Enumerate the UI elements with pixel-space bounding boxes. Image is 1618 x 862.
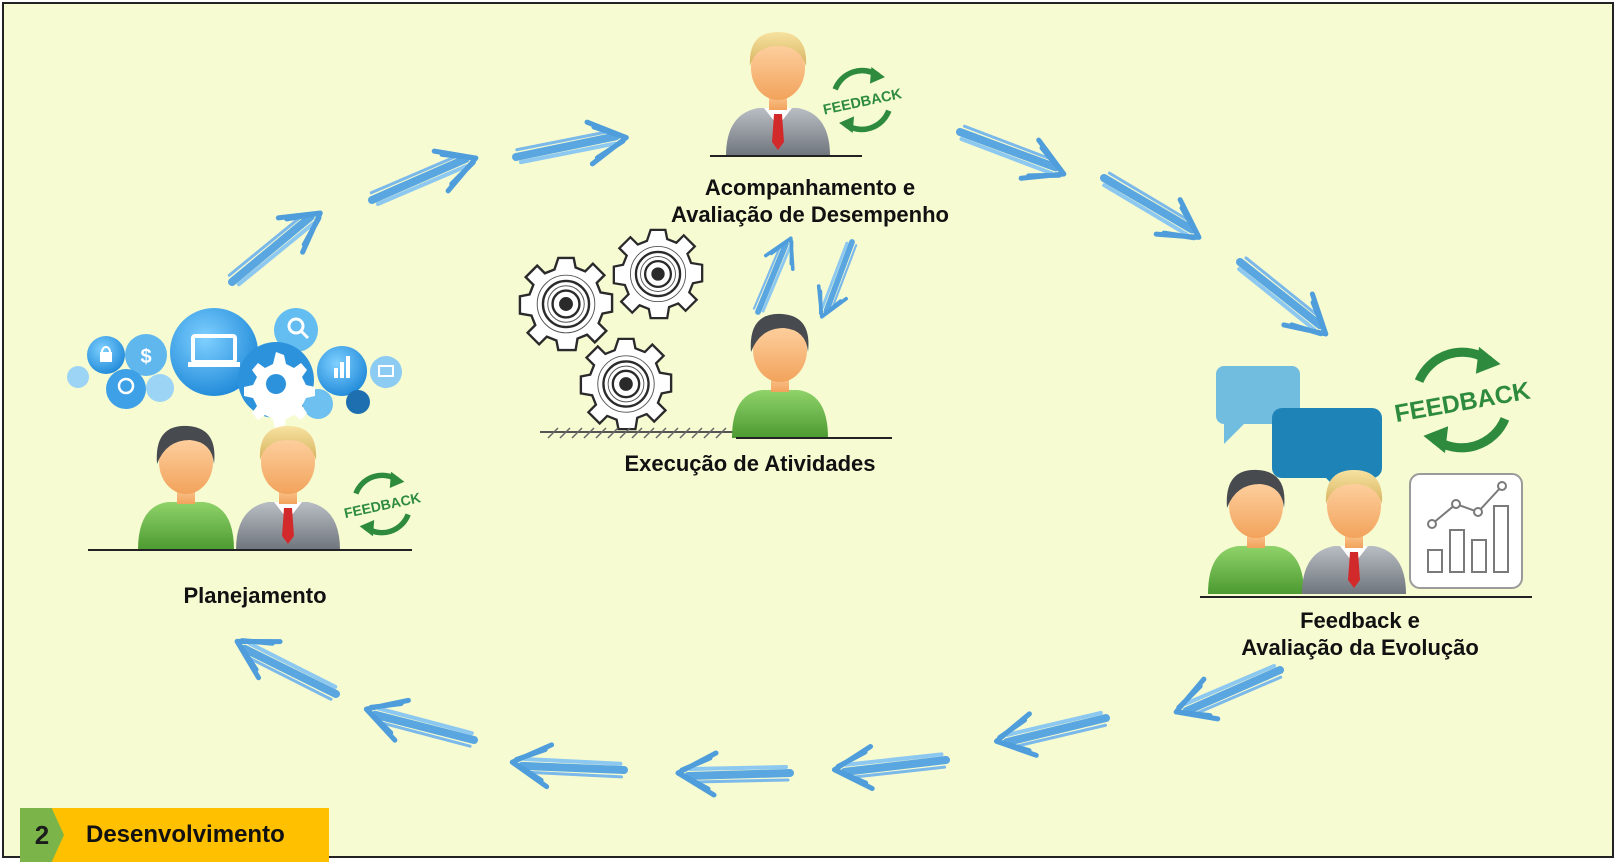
cycle-arrow bbox=[1169, 651, 1289, 732]
cycle-arrow bbox=[227, 624, 346, 714]
execucao-label: Execução de Atividades bbox=[624, 451, 876, 476]
cycle-arrow bbox=[512, 116, 630, 177]
gears-icon bbox=[518, 228, 740, 439]
cycle-arrow bbox=[360, 690, 479, 761]
cycle-arrow bbox=[833, 740, 948, 792]
chart-icon bbox=[1409, 473, 1523, 589]
cycle-arrow bbox=[218, 196, 332, 298]
manager-avatar bbox=[726, 32, 830, 156]
svg-text:FEEDBACK: FEEDBACK bbox=[822, 86, 904, 118]
cycle-arrow bbox=[992, 698, 1110, 762]
acompanhamento-label: Acompanhamento e Avaliação de Desempenho bbox=[640, 174, 980, 228]
feedback-icon: FEEDBACK bbox=[822, 62, 904, 138]
feedback-icon: FEEDBACK bbox=[343, 467, 422, 541]
planejamento-label: Planejamento bbox=[183, 583, 327, 608]
cycle-arrow bbox=[1093, 159, 1210, 254]
employee-avatar bbox=[732, 313, 828, 438]
cycle-arrow bbox=[364, 138, 484, 219]
technology-cloud-icon: $ bbox=[67, 308, 402, 428]
svg-text:$: $ bbox=[140, 346, 151, 368]
up-arrow bbox=[744, 232, 804, 318]
cycle-arrow bbox=[1227, 245, 1340, 349]
employee-avatar bbox=[1208, 469, 1304, 594]
cycle-arrow bbox=[678, 753, 790, 795]
acompanhamento-label-line2: Avaliação de Desempenho bbox=[671, 202, 949, 227]
cycle-arrow bbox=[511, 742, 626, 792]
employee-avatar bbox=[138, 425, 234, 550]
feedback-label-line2: Avaliação da Evolução bbox=[1241, 635, 1479, 660]
step-banner: 2 Desenvolvimento bbox=[20, 808, 329, 862]
feedback-icon: FEEDBACK bbox=[1393, 339, 1533, 460]
manager-avatar bbox=[236, 426, 340, 550]
step-label: Desenvolvimento bbox=[48, 808, 329, 862]
acompanhamento-label-line1: Acompanhamento e bbox=[704, 175, 916, 200]
feedback-label: Feedback e Avaliação da Evolução bbox=[1190, 607, 1530, 661]
feedback-label-line1: Feedback e bbox=[1300, 608, 1420, 633]
manager-avatar bbox=[1302, 470, 1406, 594]
svg-text:FEEDBACK: FEEDBACK bbox=[1393, 378, 1533, 428]
down-arrow bbox=[808, 237, 866, 323]
